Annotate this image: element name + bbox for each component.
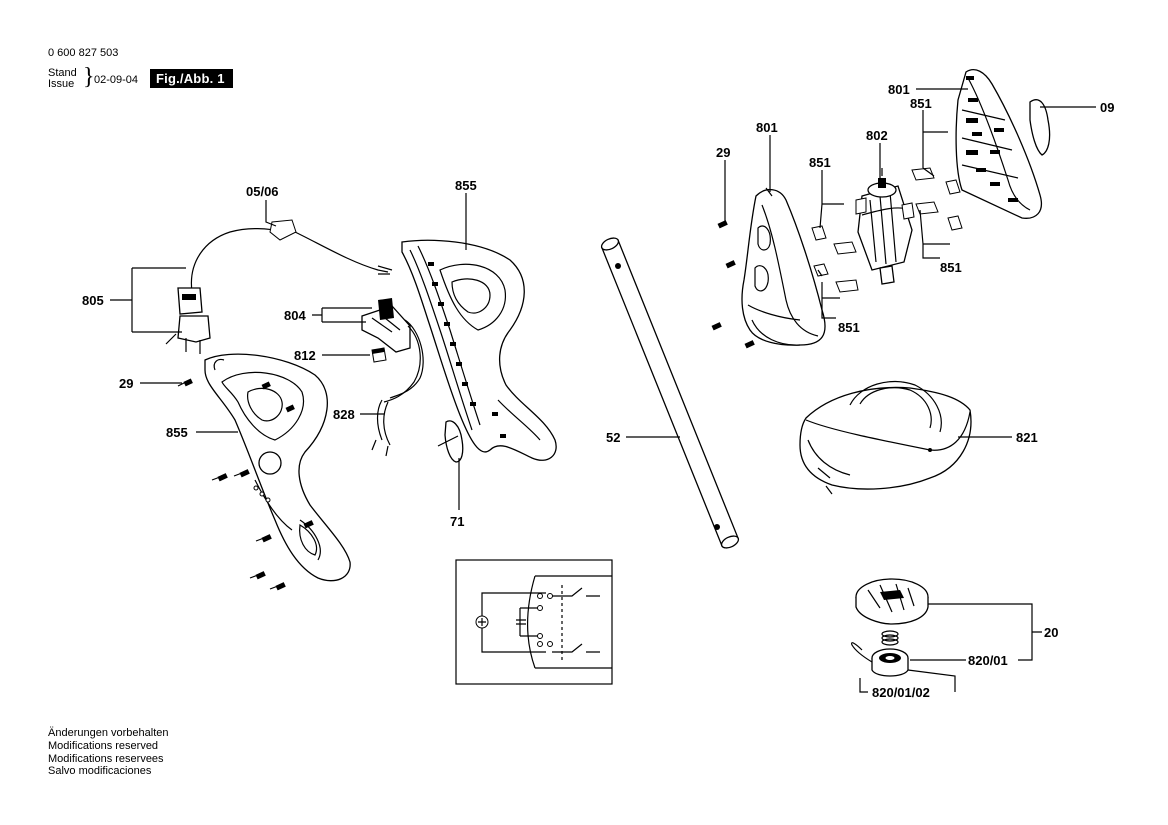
callout-05-06: 05/06 xyxy=(246,184,279,199)
wiring-schematic xyxy=(455,559,613,685)
callout-52: 52 xyxy=(606,430,620,445)
callout-828: 828 xyxy=(333,407,355,422)
figure-label: Fig./Abb. 1 xyxy=(150,69,233,88)
stand-issue-label: Stand Issue xyxy=(48,68,77,90)
motor-housing-part xyxy=(741,187,826,346)
note-line: Änderungen vorbehalten xyxy=(48,727,169,739)
callout-805: 805 xyxy=(82,293,104,308)
brush-group-right xyxy=(911,167,963,231)
part-number: 0 600 827 503 xyxy=(48,47,119,59)
callout-851-d: 851 xyxy=(838,320,860,335)
note-line: Modifications reservees xyxy=(48,752,164,765)
callout-855-left: 855 xyxy=(166,425,188,440)
cap-part xyxy=(1029,99,1051,156)
callout-855-top: 855 xyxy=(455,178,477,193)
switch-part xyxy=(361,298,411,353)
brush-group-left xyxy=(811,225,859,293)
note-line: Modifications reserved xyxy=(48,739,159,752)
brace-glyph: } xyxy=(83,64,95,90)
callout-812: 812 xyxy=(294,348,316,363)
guard-part xyxy=(799,380,972,495)
internal-wires-part xyxy=(371,319,424,457)
note-line: Salvo modificaciones xyxy=(48,765,152,778)
callout-820-01: 820/01 xyxy=(968,653,1008,668)
screw-group-right xyxy=(711,220,755,349)
issue-date: 02-09-04 xyxy=(94,74,139,86)
callout-801-mid: 801 xyxy=(756,120,778,135)
line-spool-part xyxy=(851,642,909,677)
switch-clip-part xyxy=(371,347,387,363)
callout-labels: 05/06 805 29 855 855 804 812 828 71 52 2… xyxy=(82,82,1114,700)
motor-part xyxy=(855,168,915,285)
power-cable-part xyxy=(190,219,393,293)
right-housing-part xyxy=(401,239,557,461)
cable-clamp-part xyxy=(165,287,211,354)
callout-820-01-02: 820/01/02 xyxy=(872,685,930,700)
callout-29-left: 29 xyxy=(119,376,133,391)
upper-housing-part xyxy=(955,69,1042,219)
callout-09: 09 xyxy=(1100,100,1114,115)
modification-notes: Änderungen vorbehalten Modifications res… xyxy=(48,727,168,778)
clip-part xyxy=(437,420,464,463)
callout-20: 20 xyxy=(1044,625,1058,640)
callout-804: 804 xyxy=(284,308,306,323)
callout-29-right: 29 xyxy=(716,145,730,160)
callout-71: 71 xyxy=(450,514,464,529)
issue-label: Issue xyxy=(48,78,75,90)
callout-801-top: 801 xyxy=(888,82,910,97)
callout-851-a: 851 xyxy=(910,96,932,111)
left-housing-part xyxy=(204,353,351,582)
tube-part xyxy=(600,237,740,549)
screw-group-left xyxy=(177,378,314,591)
leader-lines xyxy=(110,88,1096,693)
stand-label: Stand xyxy=(48,67,77,79)
spool-cover-part xyxy=(855,578,929,625)
callout-821: 821 xyxy=(1016,430,1038,445)
callout-802: 802 xyxy=(866,128,888,143)
callout-851-b: 851 xyxy=(809,155,831,170)
spring-part xyxy=(881,630,899,646)
callout-851-c: 851 xyxy=(940,260,962,275)
